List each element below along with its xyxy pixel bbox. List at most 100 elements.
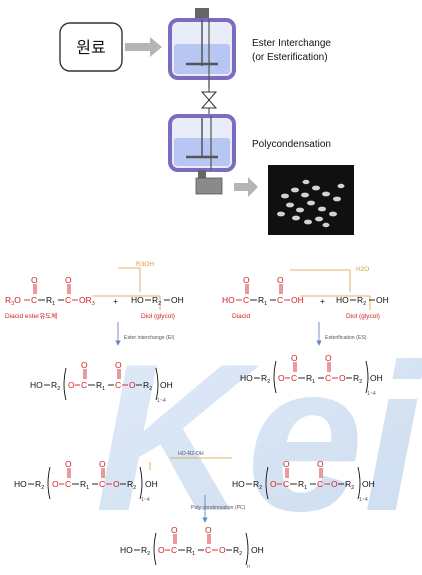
left-intermediate: HO R2 O C O R1 C O O R2 OH xyxy=(30,360,173,401)
svg-text:OH: OH xyxy=(145,479,158,489)
left-reactants: R3OH R3O C O R1 C O OR3 + HO R2 OH xyxy=(5,261,184,310)
svg-text:O: O xyxy=(129,380,136,390)
svg-text:+: + xyxy=(320,296,325,306)
svg-text:O: O xyxy=(81,360,88,370)
svg-text:R2: R2 xyxy=(35,479,44,491)
svg-text:HO: HO xyxy=(232,479,245,489)
svg-text:C: C xyxy=(325,373,331,383)
svg-text:R2: R2 xyxy=(261,373,270,385)
polymer-n: n xyxy=(247,564,250,570)
svg-text:C: C xyxy=(99,479,105,489)
svg-text:OH: OH xyxy=(291,295,304,305)
reactor1-label-line1: Ester Interchange xyxy=(252,38,331,49)
svg-text:R1: R1 xyxy=(298,479,307,491)
pc-reactant-left: HO R2 O C O R1 C O O R2 OH xyxy=(14,459,158,500)
svg-text:Keit: Keit xyxy=(95,320,422,555)
svg-text:C: C xyxy=(81,380,87,390)
svg-text:R2: R2 xyxy=(51,380,60,392)
svg-text:C: C xyxy=(291,373,297,383)
svg-text:HO: HO xyxy=(336,295,349,305)
svg-text:R2: R2 xyxy=(345,479,354,491)
svg-text:R1: R1 xyxy=(258,295,267,307)
svg-text:HO: HO xyxy=(30,380,43,390)
svg-text:C: C xyxy=(31,295,37,305)
svg-text:C: C xyxy=(115,380,121,390)
output-arrow xyxy=(234,177,258,197)
svg-text:O: O xyxy=(158,545,165,555)
left-diol-label: Diol (glycol) xyxy=(141,313,175,320)
svg-text:O: O xyxy=(331,479,338,489)
right-intermediate: HO R2 O C O R1 C O O R2 OH xyxy=(240,353,383,394)
svg-text:O: O xyxy=(115,360,122,370)
svg-text:C: C xyxy=(171,545,177,555)
svg-text:C: C xyxy=(277,295,283,305)
raw-material-box: 원료 xyxy=(59,22,123,72)
svg-text:O: O xyxy=(113,479,120,489)
pc-byproduct: HO-R2-OH xyxy=(178,451,204,457)
svg-text:R1: R1 xyxy=(80,479,89,491)
svg-text:R2: R2 xyxy=(152,295,161,307)
svg-text:OH: OH xyxy=(370,373,383,383)
svg-text:OH: OH xyxy=(171,295,184,305)
right-intermediate-n: 1~4 xyxy=(367,391,376,397)
diacid-label: Diacid xyxy=(232,313,250,320)
right-reactants: H2O HO C O R1 C O OH + HO R2 OH xyxy=(222,266,389,310)
svg-text:+: + xyxy=(113,296,118,306)
svg-text:R2: R2 xyxy=(357,295,366,307)
reactor-polycondensation xyxy=(168,114,236,195)
svg-text:R2: R2 xyxy=(143,380,152,392)
svg-text:HO: HO xyxy=(240,373,253,383)
svg-text:C: C xyxy=(205,545,211,555)
svg-text:R1: R1 xyxy=(46,295,55,307)
svg-text:1~4: 1~4 xyxy=(359,497,368,503)
step-label-ei: Ester interchange (EI) xyxy=(124,335,175,341)
svg-text:HO: HO xyxy=(14,479,27,489)
right-diol-label: Diol (glycol) xyxy=(346,313,380,320)
svg-text:O: O xyxy=(52,479,59,489)
svg-text:OH: OH xyxy=(160,380,173,390)
svg-text:C: C xyxy=(283,479,289,489)
svg-text:O: O xyxy=(205,525,212,535)
keit-watermark: Keit xyxy=(95,320,422,555)
pc-reactant-right: HO R2 O C O R1 C O O R2 OH xyxy=(232,459,375,500)
svg-text:O: O xyxy=(278,373,285,383)
svg-text:O: O xyxy=(277,275,284,285)
svg-text:O: O xyxy=(270,479,277,489)
right-byproduct: H2O xyxy=(356,266,369,273)
svg-text:R2: R2 xyxy=(253,479,262,491)
svg-text:OR3: OR3 xyxy=(79,295,95,307)
pellets-photo xyxy=(268,165,354,235)
svg-text:O: O xyxy=(99,459,106,469)
reactor2-label: Polycondensation xyxy=(252,139,331,150)
svg-text:O: O xyxy=(31,275,38,285)
svg-text:HO: HO xyxy=(222,295,235,305)
svg-text:O: O xyxy=(291,353,298,363)
svg-text:C: C xyxy=(243,295,249,305)
left-intermediate-n: 1~4 xyxy=(157,398,166,404)
svg-text:O: O xyxy=(243,275,250,285)
svg-text:O: O xyxy=(317,459,324,469)
svg-text:C: C xyxy=(317,479,323,489)
svg-text:R1: R1 xyxy=(306,373,315,385)
svg-text:O: O xyxy=(325,353,332,363)
left-byproduct: R3OH xyxy=(136,261,154,268)
svg-text:R2: R2 xyxy=(353,373,362,385)
final-polyester: HO R2 O C O R1 C O O R2 OH xyxy=(120,525,264,566)
valve xyxy=(200,80,218,115)
step-label-pc: Poly condensation (PC) xyxy=(191,505,246,511)
svg-text:HO: HO xyxy=(131,295,144,305)
raw-material-label: 원료 xyxy=(76,39,105,57)
svg-text:1~4: 1~4 xyxy=(141,497,150,503)
svg-text:O: O xyxy=(68,380,75,390)
reactor-ester-interchange xyxy=(168,8,236,88)
svg-text:R1: R1 xyxy=(96,380,105,392)
svg-text:R2: R2 xyxy=(127,479,136,491)
svg-text:OH: OH xyxy=(376,295,389,305)
feed-arrow xyxy=(125,37,162,57)
svg-text:O: O xyxy=(283,459,290,469)
svg-text:R2: R2 xyxy=(233,545,242,557)
diacid-ester-label: Diacid ester유도체 xyxy=(5,312,57,320)
svg-text:O: O xyxy=(65,275,72,285)
svg-text:R3O: R3O xyxy=(5,295,21,307)
svg-text:OH: OH xyxy=(251,545,264,555)
